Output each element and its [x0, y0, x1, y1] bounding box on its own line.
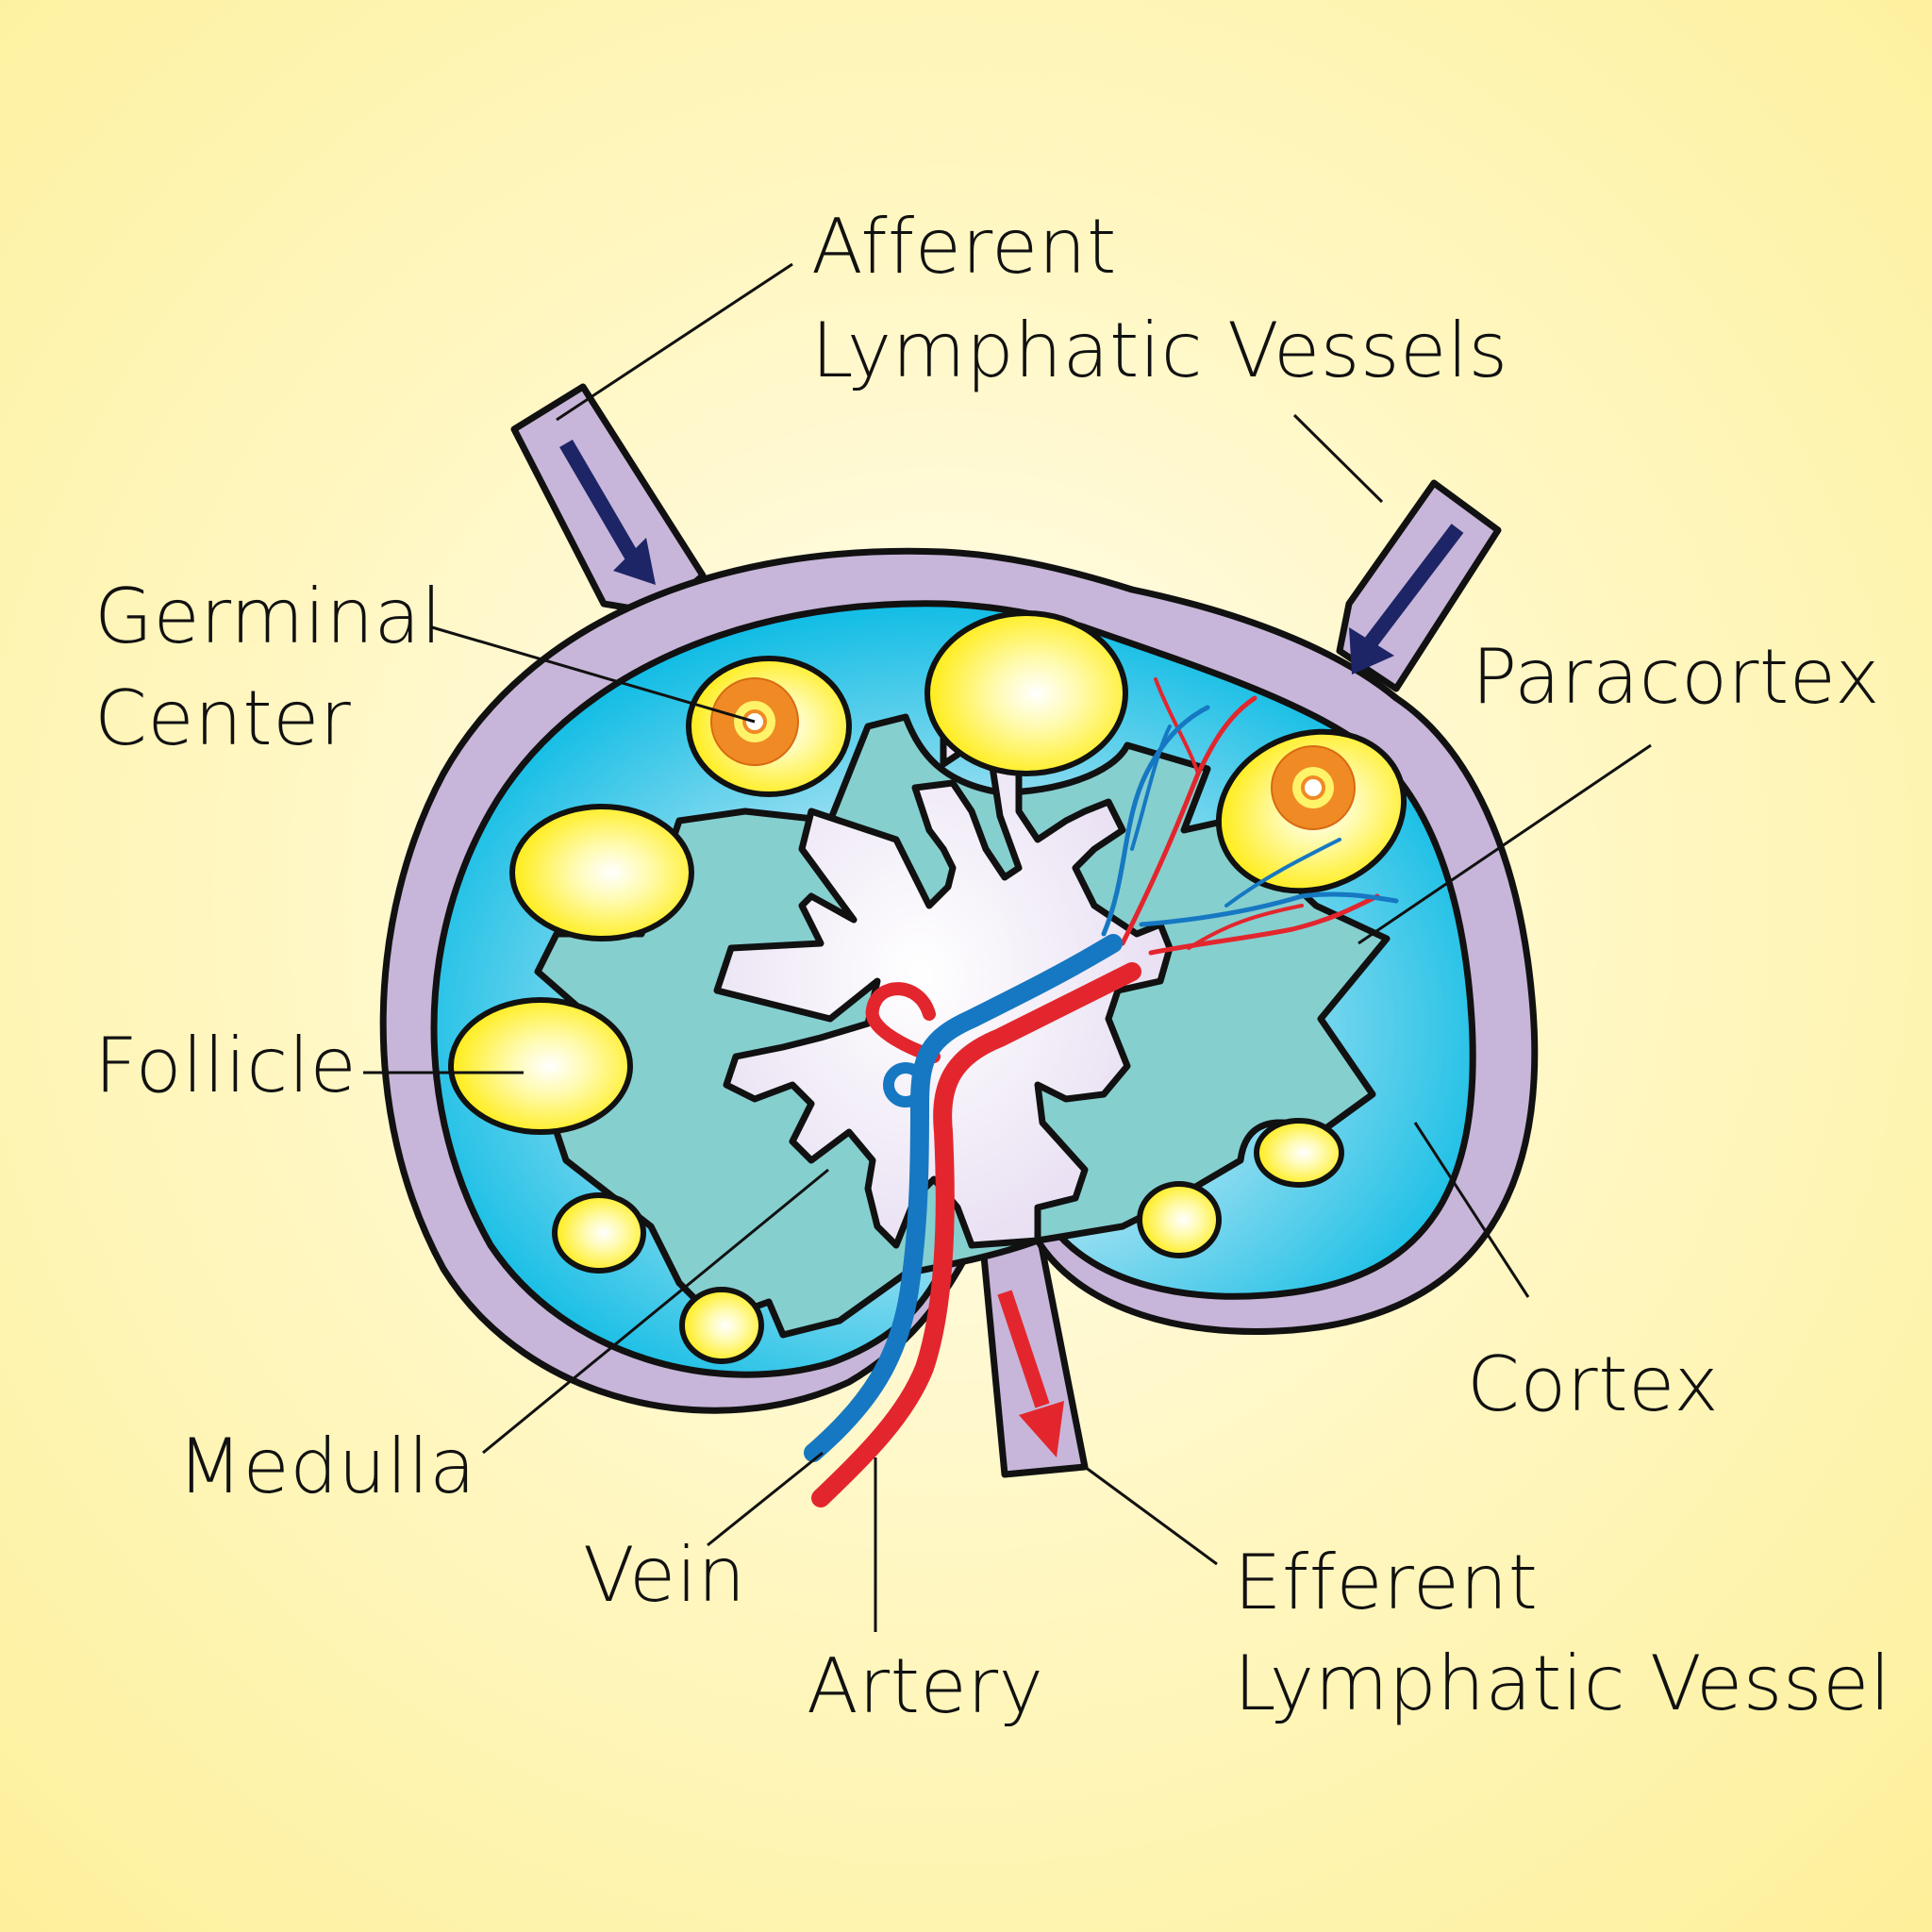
label-afferent-line1: Afferent — [811, 203, 1117, 291]
leader-paracortex — [1357, 743, 1652, 945]
afferent-arrow-right — [1349, 524, 1464, 675]
label-efferent-line2: Lymphatic Vessel — [1234, 1640, 1891, 1727]
leader-lines — [363, 262, 1652, 1632]
artery — [811, 962, 1141, 1507]
label-follicle: Follicle — [94, 1022, 358, 1109]
leader-vein — [707, 1451, 824, 1547]
follicle — [1254, 1118, 1344, 1188]
label-germinal-line1: Germinal — [94, 573, 442, 660]
follicle — [448, 997, 633, 1135]
follicle — [509, 804, 694, 941]
artery-loop — [865, 982, 941, 1063]
label-germinal-line2: Center — [94, 675, 352, 762]
label-cortex: Cortex — [1467, 1341, 1720, 1428]
label-efferent-line1: Efferent — [1234, 1539, 1539, 1626]
leader-afferent-left — [556, 262, 793, 422]
afferent-vessel-left — [510, 383, 707, 617]
leader-cortex — [1413, 1122, 1530, 1298]
follicle — [679, 1287, 764, 1364]
efferent-arrow — [997, 1290, 1064, 1457]
follicle — [924, 610, 1128, 776]
vein — [804, 934, 1123, 1462]
leader-medulla — [482, 1168, 829, 1455]
follicle — [552, 1192, 646, 1274]
germinal-center — [1271, 745, 1356, 830]
vessel-branches — [1101, 677, 1399, 956]
afferent-arrow-left — [559, 439, 656, 585]
leader-germinal — [431, 625, 756, 724]
label-afferent-line2: Lymphatic Vessels — [811, 307, 1508, 394]
label-paracortex: Paracortex — [1472, 633, 1880, 721]
vein-loop — [883, 1062, 928, 1108]
label-vein: Vein — [583, 1531, 746, 1619]
medulla — [713, 699, 1174, 1249]
leader-efferent — [1084, 1465, 1218, 1566]
leader-afferent-right — [1292, 413, 1384, 504]
label-artery: Artery — [807, 1642, 1044, 1730]
label-medulla: Medulla — [177, 1423, 476, 1510]
follicle — [1137, 1181, 1222, 1258]
